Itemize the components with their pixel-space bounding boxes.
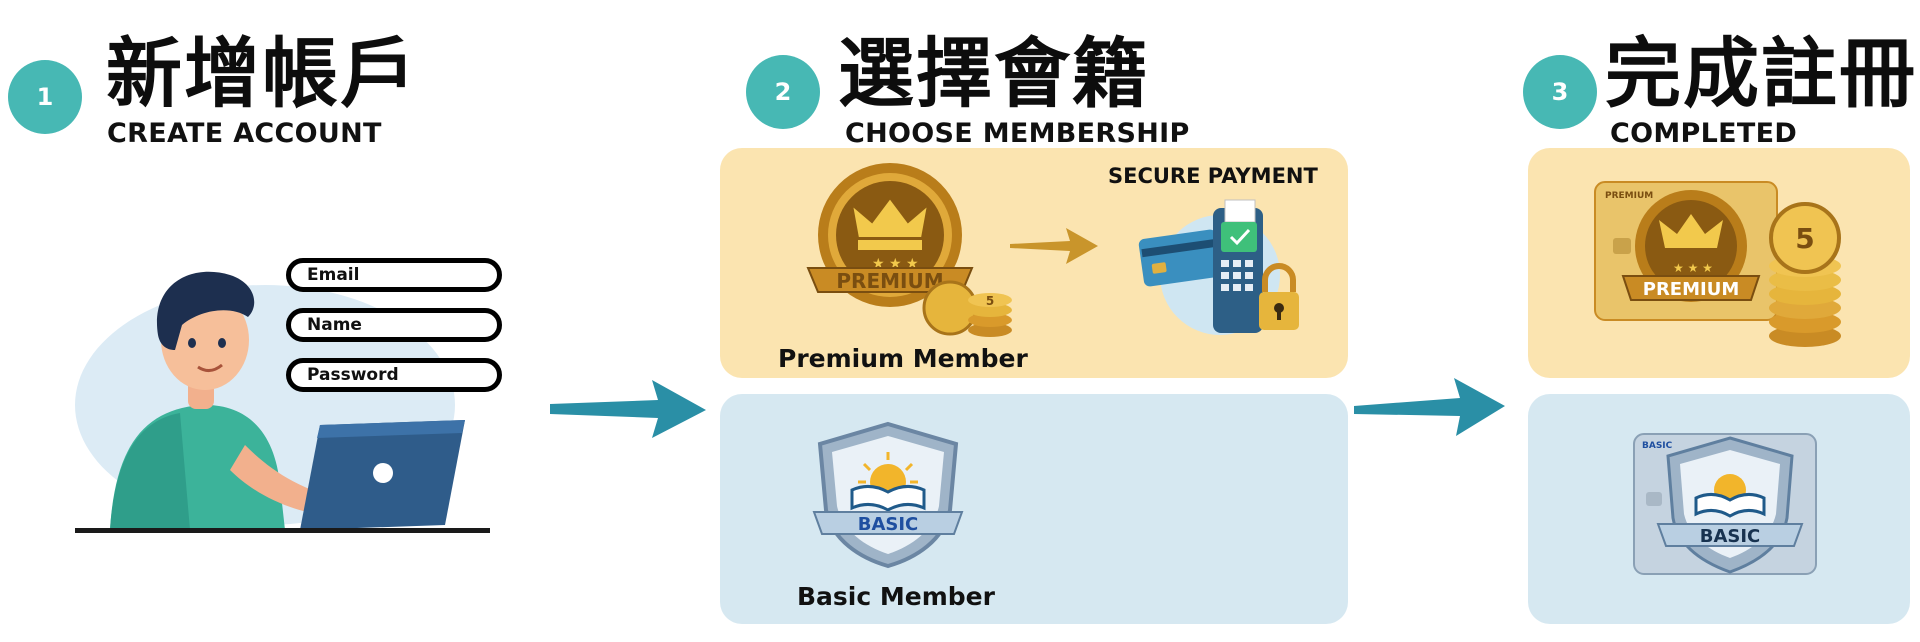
payment-terminal-icon: [1138, 199, 1299, 335]
premium-member-label: Premium Member: [778, 344, 1028, 373]
user-at-laptop-illustration: [75, 271, 490, 533]
email-field[interactable]: Email: [286, 258, 502, 292]
step-3-title-en: COMPLETED: [1610, 118, 1798, 149]
premium-card-tag: PREMIUM: [1605, 191, 1653, 201]
name-field[interactable]: Name: [286, 308, 502, 342]
basic-badge-text: BASIC: [858, 514, 919, 535]
svg-text:★ ★ ★: ★ ★ ★: [1673, 261, 1713, 275]
step-2-title-zh: 選擇會籍: [838, 29, 1150, 118]
password-field[interactable]: Password: [286, 358, 502, 392]
gold-arrow-icon: [1010, 228, 1098, 264]
laptop-logo: [373, 463, 393, 483]
basic-member-label: Basic Member: [797, 582, 995, 611]
step-3-title-zh: 完成註冊: [1605, 29, 1917, 118]
step-1-number: 1: [8, 60, 82, 134]
basic-shield-badge-icon: BASIC: [812, 421, 964, 569]
basic-card-tag: BASIC: [1642, 441, 1673, 451]
basic-card-icon: BASIC BASIC: [1633, 433, 1817, 575]
completed-coin-value: 5: [1795, 222, 1814, 255]
step-2-title-en: CHOOSE MEMBERSHIP: [845, 118, 1190, 149]
premium-crown-badge-icon: ★ ★ ★ PREMIUM 5: [806, 163, 1012, 337]
premium-card-badge-text: PREMIUM: [1643, 279, 1740, 300]
user-hair: [156, 271, 255, 350]
desk-line: [75, 528, 490, 533]
arrow-right-icon: [550, 380, 706, 438]
premium-badge-text: PREMIUM: [836, 269, 943, 293]
step-3-number: 3: [1523, 55, 1597, 129]
basic-card-badge-text: BASIC: [1700, 526, 1761, 547]
step-2-number: 2: [746, 55, 820, 129]
coin-value-text: 5: [986, 294, 994, 308]
premium-card-icon: PREMIUM ★ ★ ★ PREMIUM 5: [1594, 181, 1841, 347]
arrow-right-icon-2: [1354, 378, 1505, 436]
step-1-title-en: CREATE ACCOUNT: [107, 118, 382, 149]
step-1-title-zh: 新增帳戶: [106, 29, 418, 118]
secure-payment-label: SECURE PAYMENT: [1108, 164, 1318, 188]
